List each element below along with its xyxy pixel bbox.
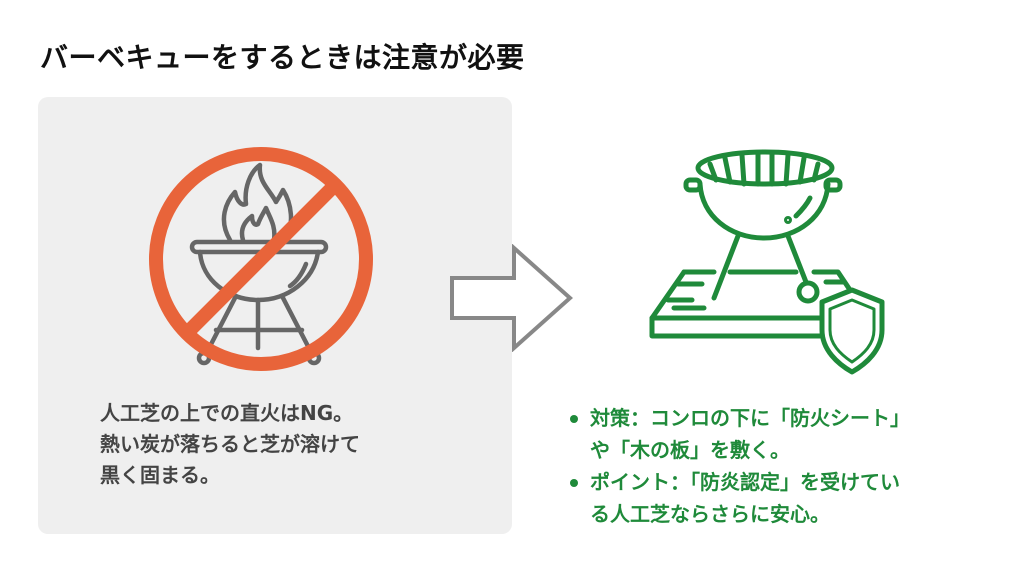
no-grill-fire-icon [149,147,373,371]
warning-line: 熱い炭が落ちると芝が溶けて [100,432,360,456]
bullet-icon [570,415,578,423]
tip-item: 対策：コンロの下に「防火シート」 や「木の板」を敷く。 [568,402,990,466]
bullet-icon [570,479,578,487]
tip-line: る人工芝ならさらに安心。 [590,502,830,526]
warning-card [38,97,512,534]
tip-line: や「木の板」を敷く。 [590,438,790,462]
tip-line: ポイント：「防炎認定」を受けてい [590,470,900,494]
warning-line: 人工芝の上での直火はNG。 [100,401,354,425]
arrow-right-icon [450,244,574,352]
page-title: バーベキューをするときは注意が必要 [40,41,525,74]
warning-text: 人工芝の上での直火はNG。 熱い炭が落ちると芝が溶けて 黒く固まる。 [100,398,360,491]
tip-item: ポイント：「防炎認定」を受けてい る人工芝ならさらに安心。 [568,466,990,530]
tip-line: 対策：コンロの下に「防火シート」 [590,406,910,430]
tips-list: 対策：コンロの下に「防火シート」 や「木の板」を敷く。 ポイント：「防炎認定」を… [568,402,990,530]
warning-line: 黒く固まる。 [100,463,220,487]
grill-on-board-shield-icon [649,149,885,375]
